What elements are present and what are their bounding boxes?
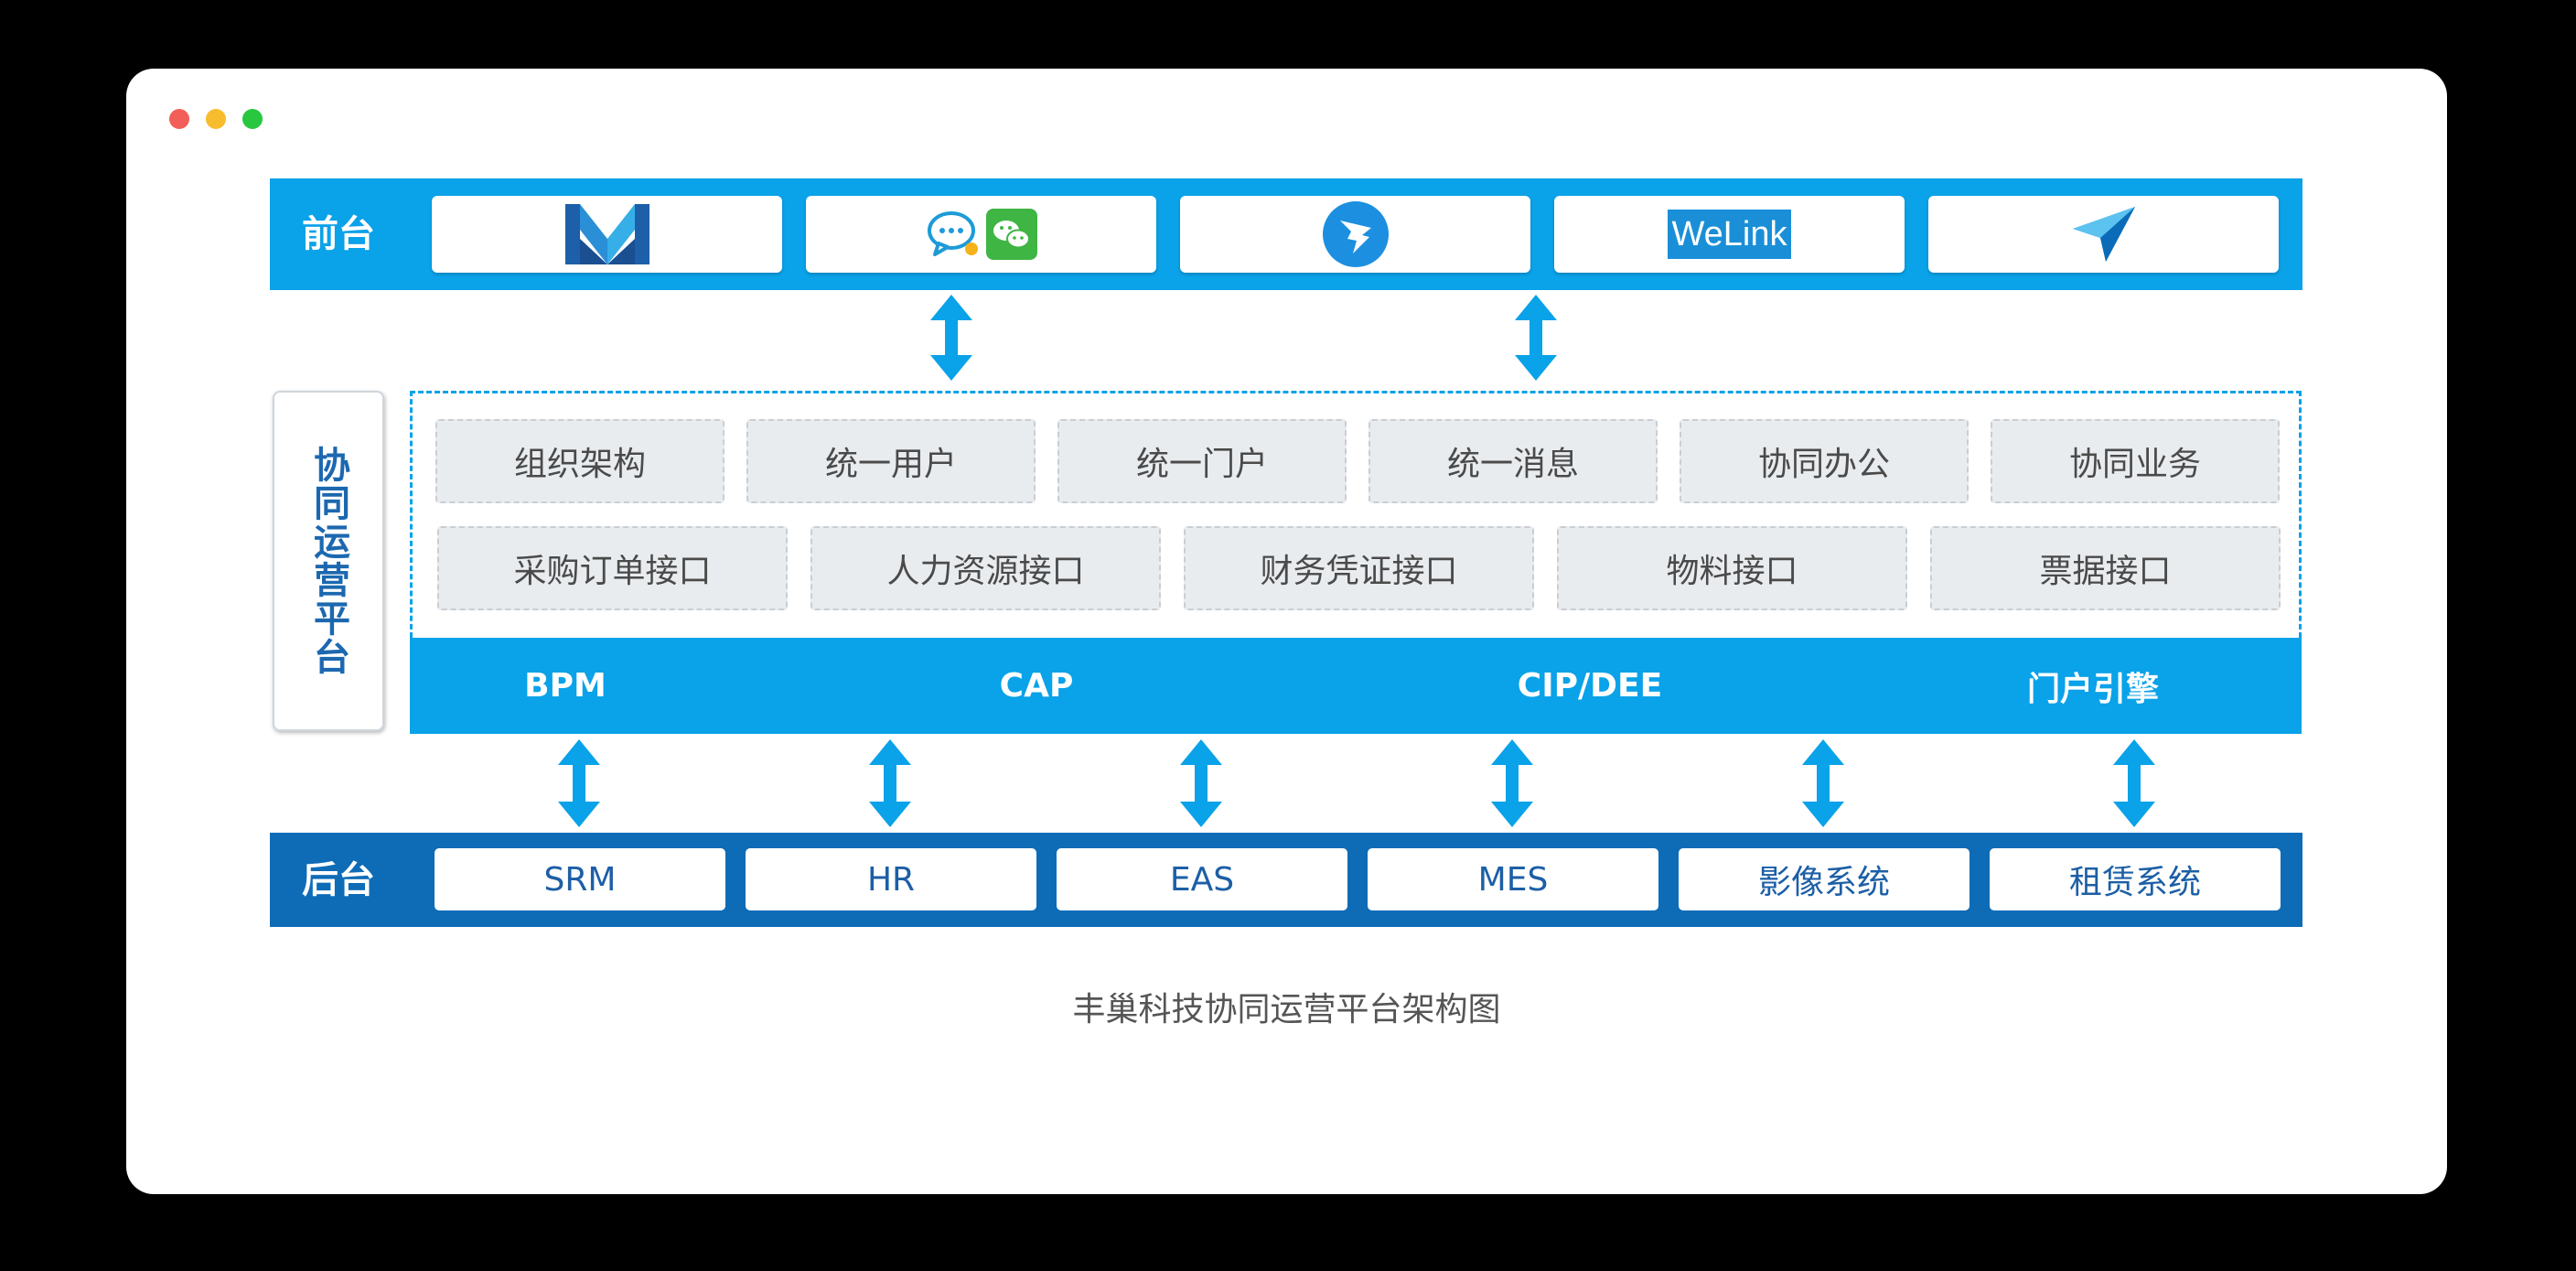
- module-box: 统一消息: [1368, 419, 1658, 503]
- back-system-box: SRM: [435, 848, 725, 910]
- paper-plane-icon: [2072, 207, 2135, 262]
- interface-box: 票据接口: [1930, 526, 2281, 610]
- module-box: 协同业务: [1991, 419, 2280, 503]
- front-layer-label: 前台: [302, 213, 375, 255]
- interface-box: 物料接口: [1557, 526, 1907, 610]
- diagram-caption: 丰巢科技协同运营平台架构图: [1072, 991, 1501, 1029]
- minimize-dot[interactable]: [206, 109, 226, 129]
- module-box: 组织架构: [435, 419, 724, 503]
- front-arrow-2: [1515, 295, 1557, 381]
- engine-label: CAP: [999, 667, 1074, 705]
- front-app-3: [1180, 196, 1530, 273]
- front-app-1: [432, 196, 782, 273]
- front-app-2: [806, 196, 1156, 273]
- engine-label: 门户引擎: [2026, 670, 2159, 708]
- back-system-box: EAS: [1057, 848, 1347, 910]
- maximize-dot[interactable]: [242, 109, 263, 129]
- back-arrow-5: [1802, 739, 1844, 827]
- platform-modules-area: [410, 391, 2302, 638]
- platform-label: 协同运营平台: [307, 446, 349, 676]
- back-system-box: 影像系统: [1679, 848, 1970, 910]
- back-layer-label: 后台: [302, 858, 375, 901]
- module-box: 统一用户: [746, 419, 1036, 503]
- front-app-4: WeLink: [1554, 196, 1905, 273]
- back-arrow-4: [1491, 739, 1533, 827]
- engine-label: BPM: [524, 667, 606, 705]
- module-box: 协同办公: [1680, 419, 1969, 503]
- welink-logo-text: WeLink: [1671, 215, 1787, 253]
- front-arrow-1: [930, 295, 972, 381]
- back-arrow-6: [2113, 739, 2155, 827]
- welink-logo-icon: WeLink: [1668, 210, 1791, 259]
- back-system-box: 租赁系统: [1990, 848, 2281, 910]
- close-dot[interactable]: [169, 109, 189, 129]
- engine-label: CIP/DEE: [1517, 667, 1663, 705]
- interface-box: 人力资源接口: [810, 526, 1161, 610]
- dingtalk-icon: [1322, 201, 1389, 267]
- m3-logo-icon: [564, 204, 649, 264]
- back-arrow-3: [1180, 739, 1222, 827]
- qq-wechat-icon: [926, 209, 1037, 260]
- front-app-5: [1928, 196, 2279, 273]
- interface-box: 财务凭证接口: [1184, 526, 1534, 610]
- back-arrow-2: [869, 739, 911, 827]
- module-box: 统一门户: [1057, 419, 1347, 503]
- back-arrow-1: [558, 739, 600, 827]
- back-system-box: MES: [1368, 848, 1658, 910]
- engine-bar: [410, 638, 2302, 734]
- back-system-box: HR: [746, 848, 1036, 910]
- interface-box: 采购订单接口: [437, 526, 788, 610]
- diagram-window: 前台: [126, 69, 2447, 1194]
- platform-label-box: 协同运营平台: [273, 391, 384, 731]
